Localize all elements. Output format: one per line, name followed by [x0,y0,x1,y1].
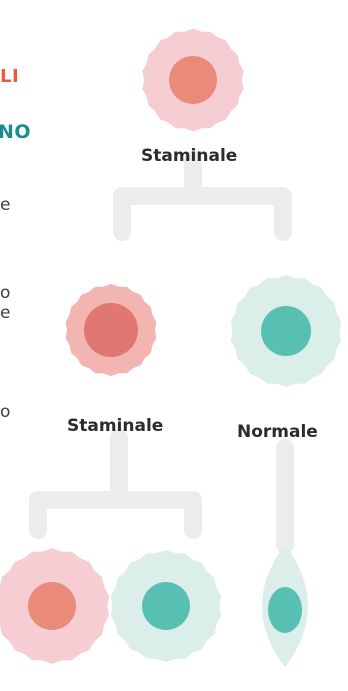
differentiated-cell-bottom [264,548,306,664]
middle-stem-cell-label: Staminale [67,416,163,436]
middle-normal-cell-label: Normale [237,422,318,442]
stem-cell-middle [66,284,157,376]
stem-cell-top-nucleus [169,56,217,104]
stem-cell-bottom [0,548,109,664]
normal-cell-middle-nucleus [261,306,311,356]
differentiated-cell-nucleus [268,587,302,633]
top-stem-cell-label: Staminale [141,146,237,166]
normal-cell-bottom [111,550,221,662]
normal-cell-bottom-nucleus [142,582,190,630]
stem-cell-top [142,29,243,132]
stem-cell-bottom-nucleus [28,582,76,630]
stem-cell-middle-nucleus [84,303,138,357]
normal-cell-middle [231,275,341,387]
